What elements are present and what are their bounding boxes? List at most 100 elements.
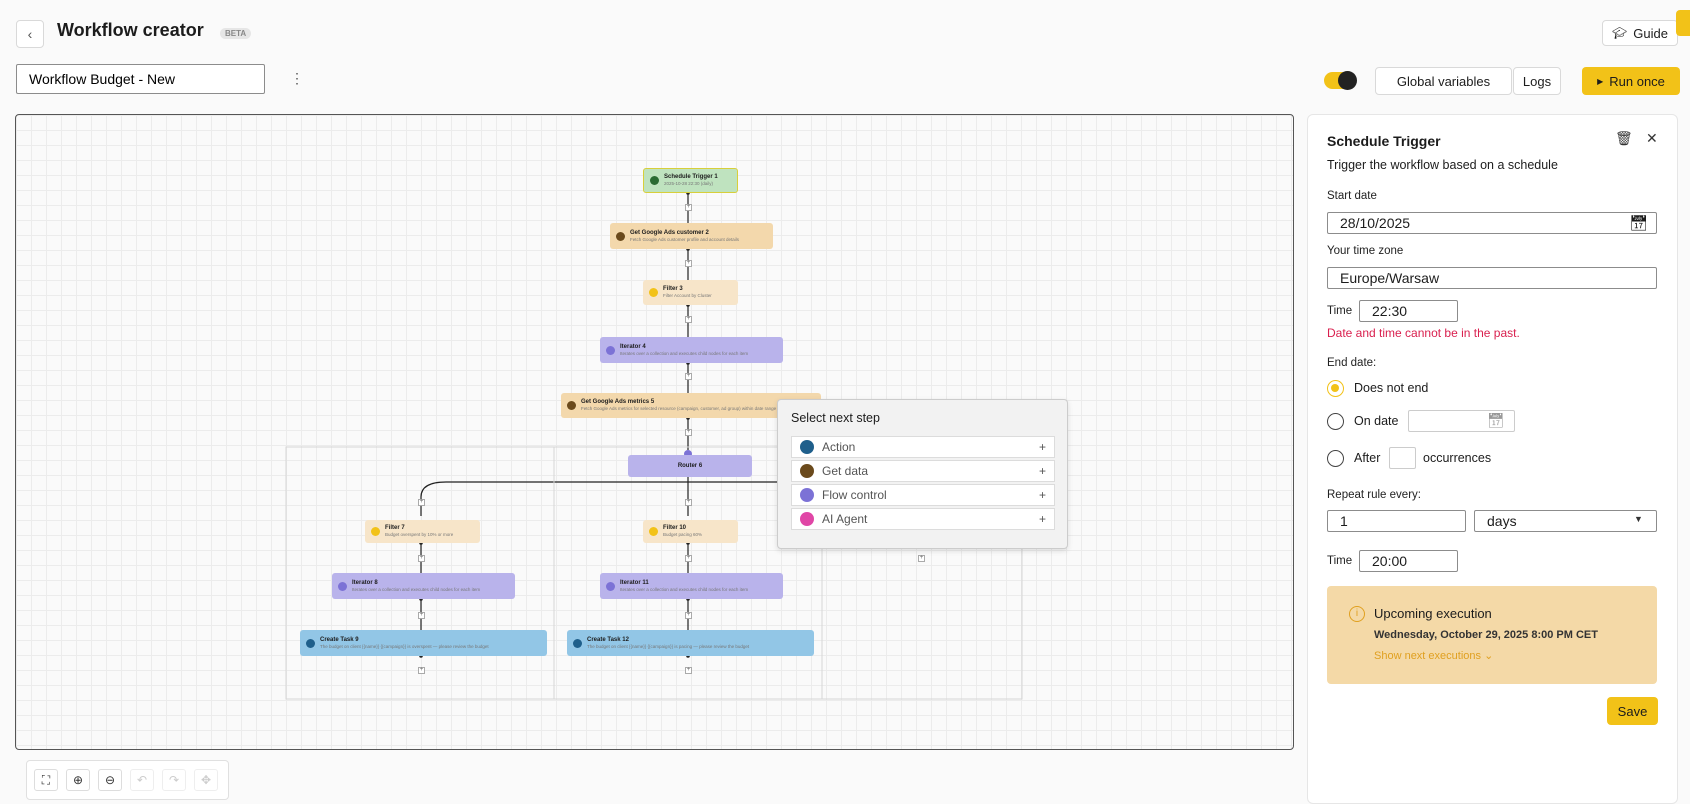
next-step-flow-control[interactable]: Flow control + [791,484,1055,506]
clock-icon [650,176,659,185]
add-step-button[interactable]: + [418,555,425,562]
side-panel-toggle[interactable] [1676,10,1690,36]
filter-icon [649,288,658,297]
calendar-icon[interactable]: 📅︎ [1487,412,1505,428]
node-iterator-left[interactable]: Iterator 8 Iterates over a collection an… [332,573,515,599]
calendar-icon[interactable]: 📅︎ [1629,215,1649,232]
global-variables-button[interactable]: Global variables [1375,67,1512,95]
more-options-icon[interactable]: ⋮ [290,70,304,86]
database-icon [800,464,814,478]
plus-icon: + [1038,440,1046,454]
node-iterator[interactable]: Iterator 4 Iterates over a collection an… [600,337,783,363]
graduation-cap-icon: 🎓︎ [1612,26,1628,40]
action-icon [573,638,582,648]
timezone-label: Your time zone [1327,245,1404,257]
node-title: Filter [385,525,400,531]
radio-on-date[interactable] [1327,413,1344,430]
zoom-out-icon[interactable]: ⊖ [98,769,122,791]
add-step-button[interactable]: + [685,204,692,211]
occurrences-input[interactable] [1389,447,1416,469]
node-badge: 10 [679,525,687,531]
node-title: Get Google Ads metrics [581,399,650,405]
next-step-get-data[interactable]: Get data + [791,460,1055,482]
node-filter[interactable]: Filter 3 Filter Account by Cluster [643,280,738,305]
add-step-button[interactable]: + [418,612,425,619]
node-badge: 3 [679,286,683,292]
node-router[interactable]: Router 6 [628,455,752,477]
add-step-button[interactable]: + [685,260,692,267]
node-title: Iterator [352,579,373,586]
add-step-button[interactable]: + [918,555,925,562]
repeat-value-input[interactable]: 1 [1327,510,1466,532]
add-step-button[interactable]: + [685,373,692,380]
flow-control-icon [800,488,814,502]
next-step-ai-agent[interactable]: AI Agent + [791,508,1055,530]
zoom-toolbar: ⛶ ⊕ ⊖ ↶ ↷ ✥ [26,760,229,800]
iterator-icon [606,581,615,591]
plus-icon: + [1038,464,1046,478]
node-badge: 9 [355,636,359,643]
node-badge: 2 [705,229,709,236]
node-title: Filter [663,286,678,292]
next-step-action[interactable]: Action + [791,436,1055,458]
time-field[interactable]: 22:30 [1359,300,1458,322]
info-icon: i [1349,606,1365,622]
end-date-field[interactable] [1408,410,1515,432]
node-desc: The budget on client {{name}} {{campaign… [587,643,750,649]
on-date-label: On date [1354,414,1399,428]
save-button[interactable]: Save [1607,697,1658,725]
node-title: Iterator [620,579,641,586]
add-step-button[interactable]: + [685,612,692,619]
node-title: Schedule Trigger [664,174,713,180]
node-title: Get Google Ads customer [630,229,704,236]
radio-after[interactable] [1327,450,1344,467]
back-button[interactable]: ‹ [16,20,44,48]
add-step-button[interactable]: + [418,667,425,674]
node-title: Create Task [587,636,621,643]
repeat-label: Repeat rule every: [1327,489,1421,501]
upcoming-datetime: Wednesday, October 29, 2025 8:00 PM CET [1374,629,1598,641]
time-label: Time [1327,305,1353,317]
radio-does-not-end[interactable] [1327,380,1344,397]
node-title: Create Task [320,636,354,643]
filter-icon [371,527,380,536]
repeat-unit-select[interactable]: days [1474,510,1657,532]
node-desc: Budget pacing 60% [663,532,703,537]
node-create-task-mid[interactable]: Create Task 12 The budget on client {{na… [567,630,814,656]
add-step-button[interactable]: + [685,667,692,674]
time2-field[interactable]: 20:00 [1359,550,1458,572]
action-icon [800,440,814,454]
start-date-value: 28/10/2025 [1340,215,1411,231]
close-icon[interactable]: ✕ [1646,130,1658,146]
guide-button[interactable]: 🎓︎ Guide [1602,20,1678,46]
trash-icon[interactable]: 🗑︎ [1615,130,1633,146]
add-step-button[interactable]: + [418,499,425,506]
robot-icon [800,512,814,526]
add-step-button[interactable]: + [685,499,692,506]
node-schedule-trigger[interactable]: Schedule Trigger 1 2025-10-28 22:30 (dai… [643,168,738,193]
start-date-field[interactable]: 28/10/2025 [1327,212,1657,234]
add-step-button[interactable]: + [685,555,692,562]
workflow-name-input[interactable] [16,64,265,94]
node-create-task-left[interactable]: Create Task 9 The budget on client {{nam… [300,630,547,656]
workflow-canvas[interactable]: Schedule Trigger 1 2025-10-28 22:30 (dai… [15,114,1294,750]
timezone-field[interactable]: Europe/Warsaw [1327,267,1657,289]
next-step-label: Action [822,440,856,454]
time2-value: 20:00 [1372,553,1408,569]
repeat-unit-value: days [1487,513,1517,529]
node-filter-pacing[interactable]: Filter 10 Budget pacing 60% [643,520,738,543]
add-step-button[interactable]: + [685,316,692,323]
add-step-button[interactable]: + [685,429,692,436]
does-not-end-label: Does not end [1354,381,1429,395]
node-badge: 4 [642,343,646,350]
node-filter-overspent[interactable]: Filter 7 Budget overspent by 10% or more [365,520,480,543]
chevron-down-icon: ▼ [1634,514,1643,524]
logs-button[interactable]: Logs [1513,67,1561,95]
run-once-button[interactable]: ▶ Run once [1582,67,1680,95]
beta-badge: BETA [220,28,252,39]
node-iterator-mid[interactable]: Iterator 11 Iterates over a collection a… [600,573,783,599]
time-value: 22:30 [1372,303,1408,319]
show-next-executions-link[interactable]: Show next executions ⌄ [1374,649,1493,662]
link-label: Show next executions [1374,650,1482,662]
node-get-google-ads-customer[interactable]: Get Google Ads customer 2 Fetch Google A… [610,223,773,249]
